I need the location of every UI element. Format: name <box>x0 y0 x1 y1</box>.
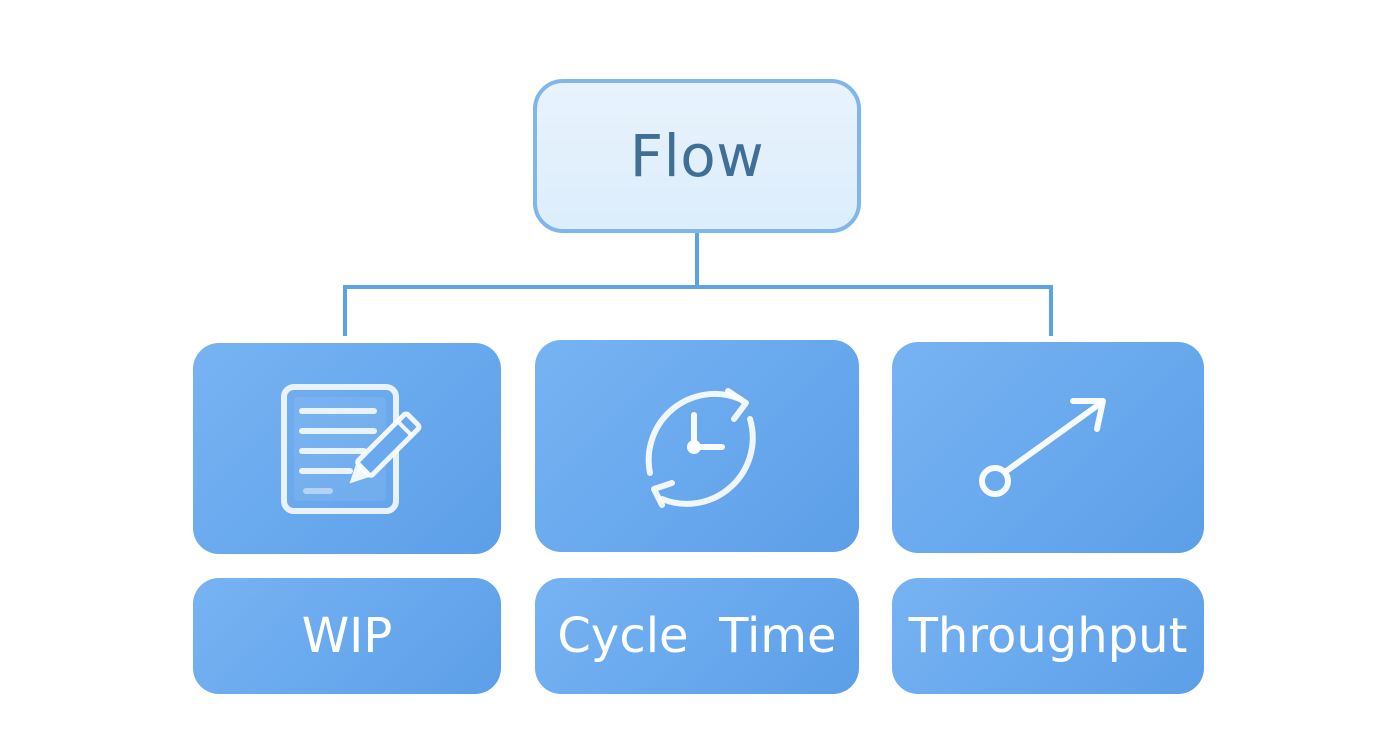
root-label: Flow <box>629 122 765 190</box>
throughput-label: Throughput <box>908 608 1188 664</box>
document-pencil-icon <box>272 379 422 519</box>
throughput-label-card: Throughput <box>892 578 1204 694</box>
cycle-time-icon-card <box>535 340 859 552</box>
cycle-time-label-card: Cycle Time <box>535 578 859 694</box>
cycle-time-label: Cycle Time <box>557 608 837 664</box>
arrow-up-right-icon <box>973 393 1123 503</box>
wip-label-card: WIP <box>193 578 501 694</box>
wip-icon-card <box>193 343 501 554</box>
root-node: Flow <box>533 79 861 233</box>
wip-label: WIP <box>301 608 393 664</box>
clock-cycle-icon <box>622 371 772 521</box>
throughput-icon-card <box>892 342 1204 553</box>
